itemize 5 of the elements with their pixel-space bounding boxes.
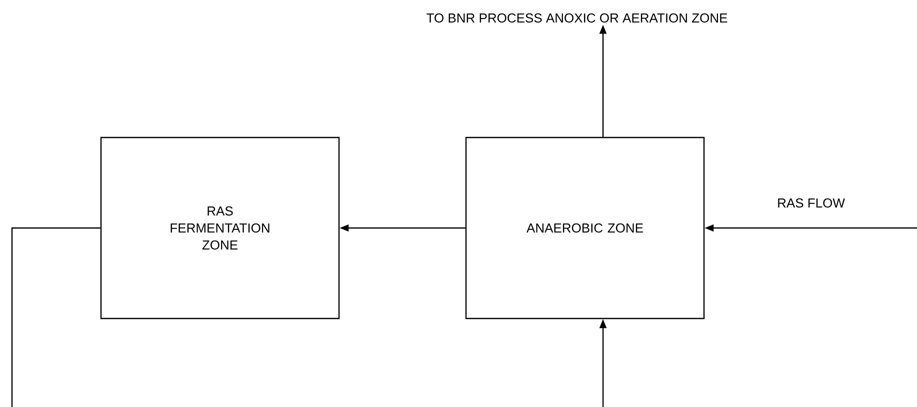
process-box: ANAEROBIC ZONE bbox=[465, 136, 705, 320]
destination-label: TO BNR PROCESS ANOXIC OR AERATION ZONE bbox=[426, 13, 728, 23]
edge-label: RAS FLOW bbox=[778, 198, 845, 208]
flow-line bbox=[11, 227, 100, 407]
process-box: RAS FERMENTATION ZONE bbox=[100, 136, 340, 320]
